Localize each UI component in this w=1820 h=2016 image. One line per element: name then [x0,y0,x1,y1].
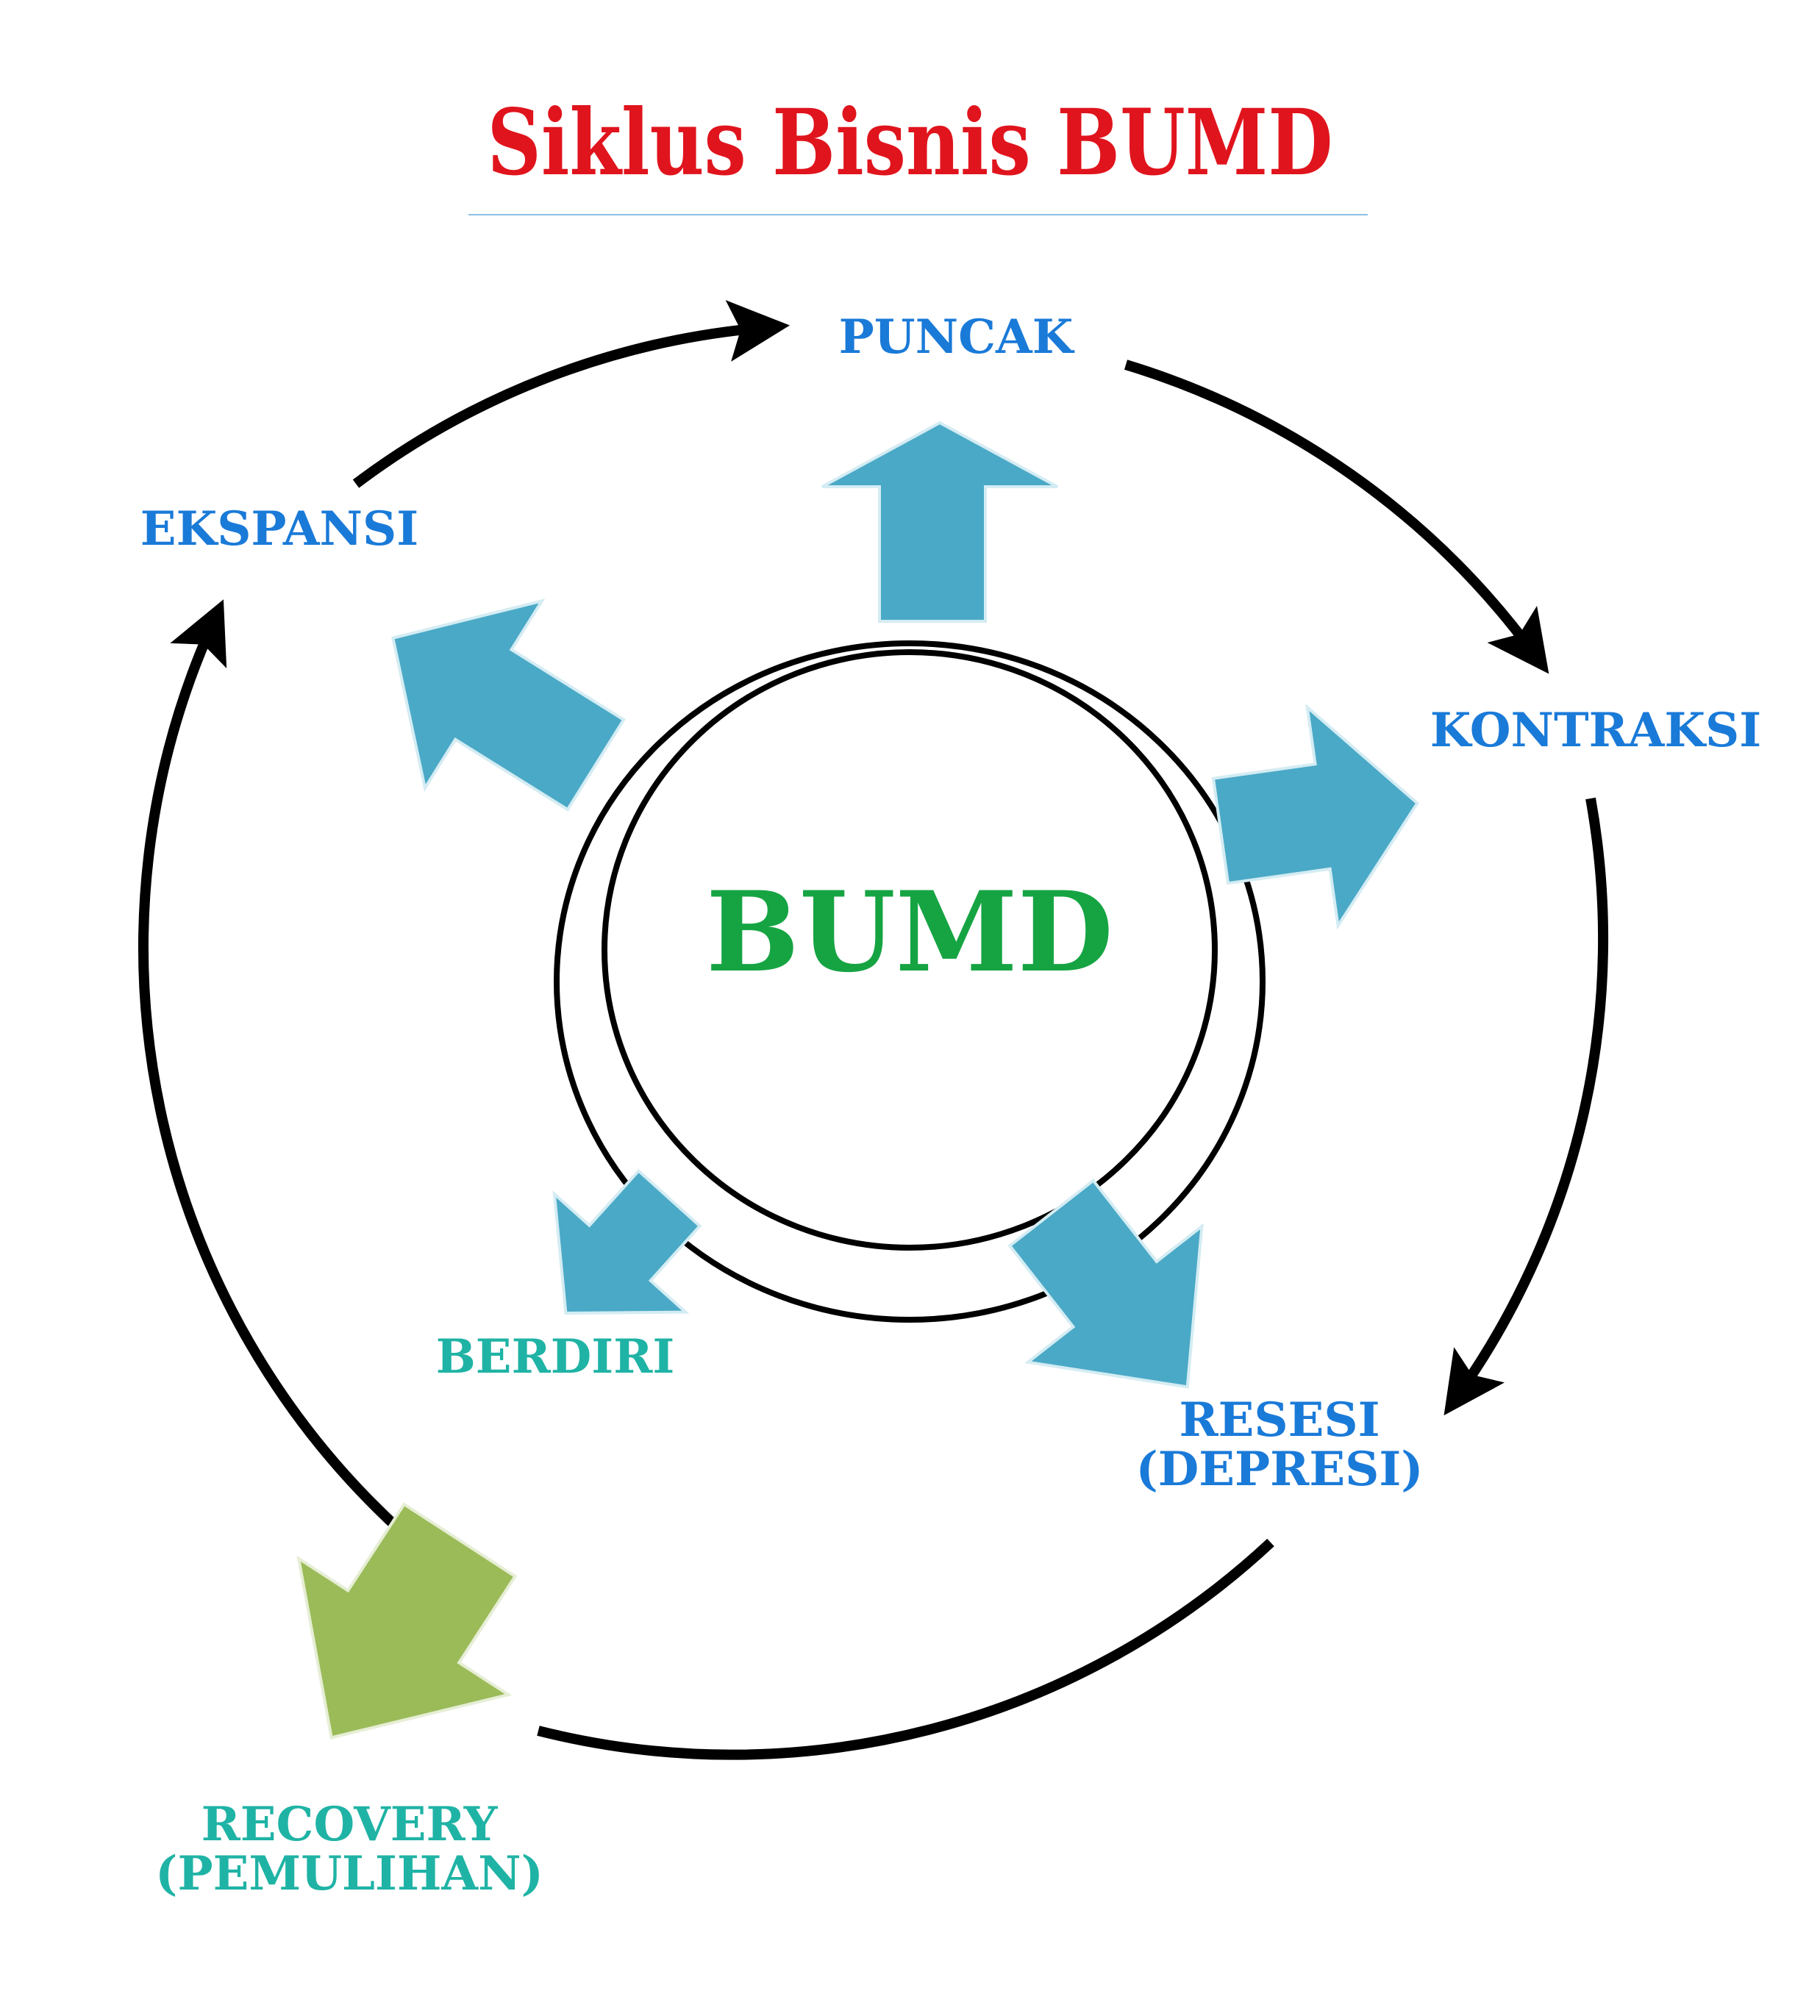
block-arrow-berdiri [552,1168,702,1315]
cycle-arc-resesi-to-recovery [537,1538,1274,1760]
stage-label-recovery-line2: (PEMULIHAN) [155,1846,543,1902]
block-arrow-resesi [1007,1178,1204,1389]
stage-label-ekspansi: EKSPANSI [140,501,419,557]
inner-ring-circle [602,649,1218,1251]
cycle-arrow-recovery-to-ekspansi [138,599,404,1535]
stage-label-resesi-line2: (DEPRESI) [1135,1442,1424,1498]
cycle-arrow-ekspansi-to-puncak [352,300,791,488]
stage-label-resesi: RESESI (DEPRESI) [1088,1393,1471,1498]
block-arrow-ekspansi [391,598,626,812]
block-arrow-recovery [296,1502,518,1740]
stage-label-puncak: PUNCAK [838,310,1074,365]
block-arrow-kontraksi [1211,703,1419,930]
cycle-arrow-puncak-to-kontraksi [1124,360,1549,674]
title-underline [468,214,1368,215]
stage-label-recovery: RECOVERY (PEMULIHAN) [121,1797,577,1902]
diagram-title: Siklus Bisnis BUMD [487,90,1333,196]
outer-ring-circle [554,640,1266,1323]
stage-label-recovery-line1: RECOVERY [201,1797,498,1852]
block-arrow-up-puncak [821,421,1058,623]
center-label: BUMD [706,868,1113,997]
stage-label-kontraksi: KONTRAKSI [1430,703,1762,758]
cycle-arrow-kontraksi-to-resesi [1443,797,1609,1416]
stage-label-berdiri: BERDIRI [435,1329,675,1384]
stage-label-resesi-line1: RESESI [1179,1393,1380,1448]
